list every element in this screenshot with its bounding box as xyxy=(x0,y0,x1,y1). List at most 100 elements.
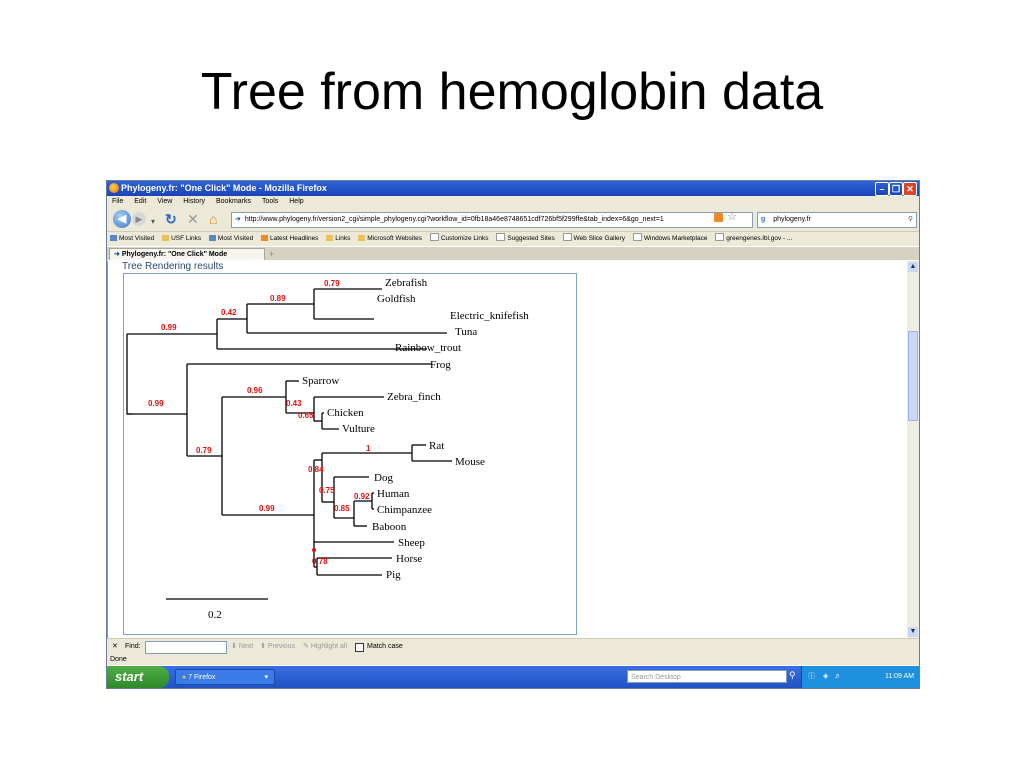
support-value: 0.96 xyxy=(247,386,263,395)
status-bar: Done xyxy=(107,655,919,665)
desktop-search-input[interactable]: Search Desktop xyxy=(627,670,787,683)
menu-bookmarks[interactable]: Bookmarks xyxy=(215,198,251,205)
bookmark-item[interactable]: Suggested Sites xyxy=(496,233,555,242)
bookmark-star-icon[interactable]: ☆ xyxy=(727,211,737,223)
search-text: phylogeny.fr xyxy=(773,216,811,223)
search-engine-icon[interactable]: g xyxy=(761,216,766,223)
menu-view[interactable]: View xyxy=(157,198,173,205)
bookmark-item[interactable]: Microsoft Websites xyxy=(358,235,422,242)
leaf-label: Zebra_finch xyxy=(387,391,441,403)
firefox-screenshot: Phylogeny.fr: "One Click" Mode - Mozilla… xyxy=(106,180,920,689)
windows-taskbar: start ● 7 Firefox ▾ Search Desktop ⚲ ⓘ ◈… xyxy=(107,666,919,688)
bookmark-item[interactable]: Latest Headlines xyxy=(261,235,318,242)
bookmark-item[interactable]: Most Visited xyxy=(110,235,154,242)
firefox-logo-icon xyxy=(109,183,119,193)
support-value: 1 xyxy=(366,444,371,453)
leaf-label: Sparrow xyxy=(302,375,339,387)
bookmark-item[interactable]: Windows Marketplace xyxy=(632,233,707,242)
find-input[interactable] xyxy=(145,641,227,654)
search-icon[interactable]: ⚲ xyxy=(907,216,913,223)
new-tab-icon[interactable]: + xyxy=(269,249,275,259)
leaf-label: Zebrafish xyxy=(385,277,428,289)
bookmark-item[interactable]: Customize Links xyxy=(429,233,489,242)
scroll-down-icon[interactable]: ▼ xyxy=(908,627,918,637)
leaf-label: Mouse xyxy=(455,456,485,468)
tab-phylogeny[interactable]: ➜ Phylogeny.fr: "One Click" Mode xyxy=(109,248,265,260)
leaf-label: Horse xyxy=(396,553,422,565)
leaf-label: Chimpanzee xyxy=(377,504,432,516)
desktop-search-icon[interactable]: ⚲ xyxy=(789,670,796,680)
tree-panel: Zebrafish Goldfish Electric_knifefish Tu… xyxy=(123,273,577,635)
forward-icon[interactable]: ▶ xyxy=(132,212,146,226)
find-previous-button[interactable]: ⬆ Previous xyxy=(260,643,296,650)
support-value: 0.84 xyxy=(308,465,324,474)
history-dropdown-icon[interactable]: ▾ xyxy=(151,217,156,226)
bookmark-item[interactable]: Links xyxy=(326,235,350,242)
taskbar-firefox-group[interactable]: ● 7 Firefox ▾ xyxy=(175,669,275,685)
bookmark-item[interactable]: greengenes.lbl.gov - ... xyxy=(715,233,792,242)
match-case-checkbox[interactable] xyxy=(355,643,364,652)
bookmark-item[interactable]: Web Slice Gallery xyxy=(562,233,625,242)
support-value: 0.65 xyxy=(298,411,314,420)
close-find-icon[interactable]: ✕ xyxy=(112,643,118,650)
leaf-label: Pig xyxy=(386,569,401,581)
leaf-label: Chicken xyxy=(327,407,364,419)
tab-favicon-icon: ➜ xyxy=(114,251,120,258)
back-icon[interactable]: ◀ xyxy=(113,210,131,228)
url-text: http://www.phylogeny.fr/version2_cgi/sim… xyxy=(244,216,664,223)
slide-title: Tree from hemoglobin data xyxy=(200,63,824,121)
menu-tools[interactable]: Tools xyxy=(261,198,279,205)
search-box[interactable]: g phylogeny.fr ⚲ xyxy=(757,212,917,228)
vertical-scrollbar[interactable]: ▲ ▼ xyxy=(907,261,919,638)
find-bar: ✕ Find: ⬇ Next ⬆ Previous ✎ Highlight al… xyxy=(107,638,919,655)
phylogenetic-tree: Zebrafish Goldfish Electric_knifefish Tu… xyxy=(126,277,529,621)
leaf-label: Sheep xyxy=(398,537,425,549)
support-value: 0.43 xyxy=(286,399,302,408)
bookmark-item[interactable]: Most Visited xyxy=(208,235,253,242)
tree-branches xyxy=(126,288,452,600)
close-window-icon[interactable]: ✕ xyxy=(903,182,917,196)
window-title: Phylogeny.fr: "One Click" Mode - Mozilla… xyxy=(121,183,327,193)
home-icon[interactable]: ⌂ xyxy=(209,211,218,227)
support-value: 0.79 xyxy=(196,446,212,455)
menu-file[interactable]: File xyxy=(112,198,124,205)
find-next-button[interactable]: ⬇ Next xyxy=(231,643,254,650)
leaf-label: Frog xyxy=(430,359,451,371)
support-value: 0.99 xyxy=(148,399,164,408)
find-label: Find: xyxy=(125,643,141,650)
page-content: Tree Rendering results xyxy=(107,261,908,638)
match-case-label: Match case xyxy=(367,643,403,650)
leaf-label: Baboon xyxy=(372,521,407,533)
support-value: 0.42 xyxy=(221,308,237,317)
menu-history[interactable]: History xyxy=(183,198,206,205)
support-value: 0.78 xyxy=(312,557,328,566)
tab-strip: ➜ Phylogeny.fr: "One Click" Mode + xyxy=(107,247,919,260)
tray-volume-icon[interactable]: ♬ xyxy=(834,673,842,680)
reload-icon[interactable]: ↻ xyxy=(165,211,177,227)
url-bar[interactable]: ➜http://www.phylogeny.fr/version2_cgi/si… xyxy=(231,212,753,228)
leaf-label: Goldfish xyxy=(377,293,416,305)
page-identity-icon: ➜ xyxy=(235,216,241,223)
stop-icon[interactable]: ✕ xyxy=(187,211,199,227)
support-value: 0.79 xyxy=(324,279,340,288)
scale-bar-label: 0.2 xyxy=(208,609,222,621)
scroll-up-icon[interactable]: ▲ xyxy=(908,262,918,272)
rss-icon[interactable] xyxy=(714,213,723,222)
bookmark-item[interactable]: USF Links xyxy=(162,235,201,242)
scroll-thumb[interactable] xyxy=(908,331,918,421)
support-value: 0.75 xyxy=(319,486,335,495)
system-tray: ⓘ ◈ ♬ 11:09 AM xyxy=(801,666,919,688)
start-button[interactable]: start xyxy=(107,666,169,688)
highlight-all-button[interactable]: ✎ Highlight all xyxy=(303,643,347,650)
minimize-icon[interactable]: – xyxy=(875,182,889,196)
group-dropdown-icon: ▾ xyxy=(264,674,268,681)
leaf-label: Tuna xyxy=(455,326,477,338)
maximize-icon[interactable]: ❐ xyxy=(889,182,903,196)
tray-network-icon[interactable]: ◈ xyxy=(822,673,829,680)
menu-help[interactable]: Help xyxy=(289,198,304,205)
leaf-label: Electric_knifefish xyxy=(450,310,529,322)
tray-help-icon[interactable]: ⓘ xyxy=(808,673,815,680)
support-value: 0.99 xyxy=(161,323,177,332)
menu-edit[interactable]: Edit xyxy=(134,198,147,205)
tray-clock: 11:09 AM xyxy=(884,673,914,680)
